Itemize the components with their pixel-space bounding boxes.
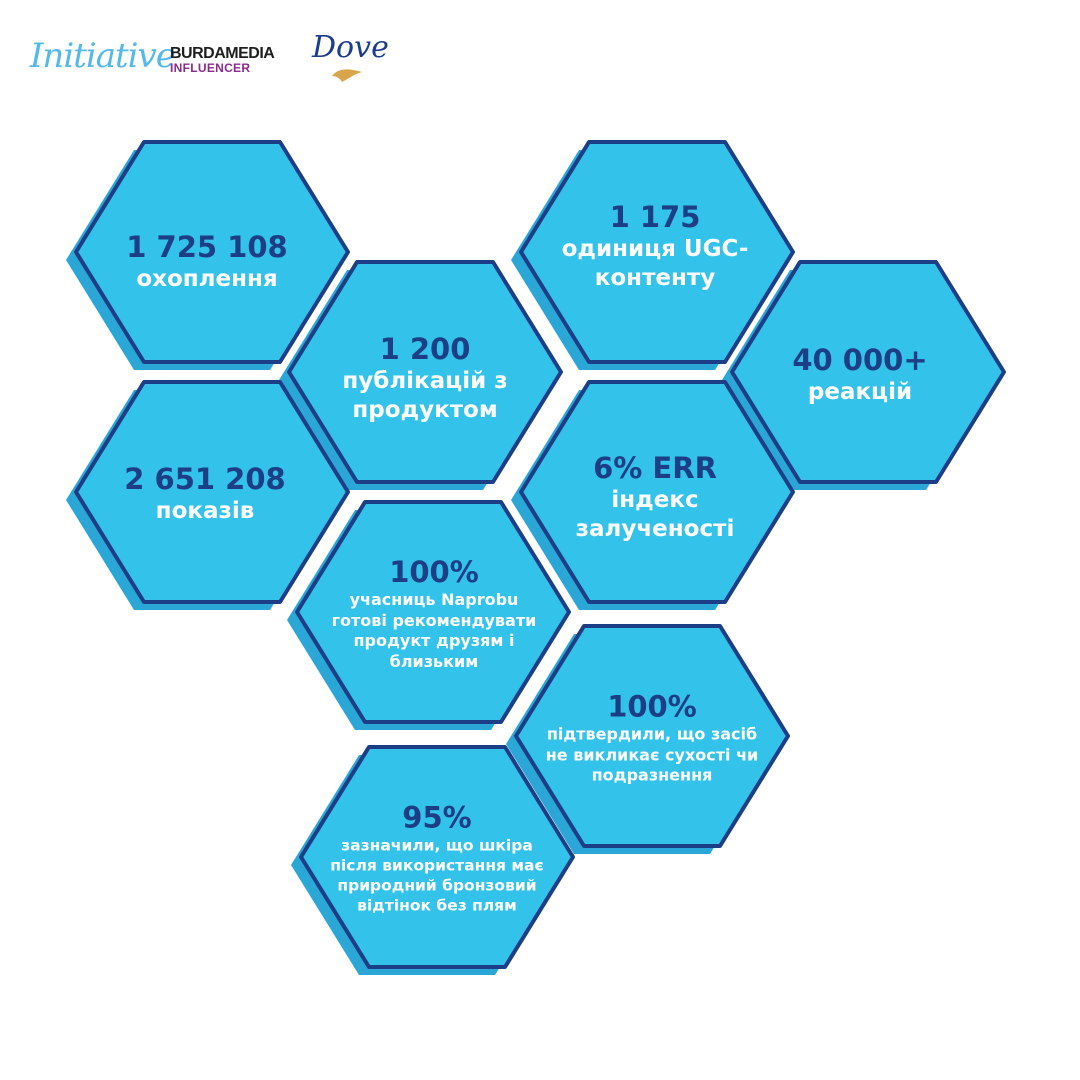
logo-bar: Initiative BURDAMEDIA INFLUENCER Dove bbox=[0, 0, 1080, 110]
stat-recommend: 100% учасниць Naprobu готові рекомендува… bbox=[327, 555, 542, 673]
stat-value: 95% bbox=[402, 800, 472, 835]
hexagon-8 bbox=[514, 624, 790, 848]
stat-value: 1 175 bbox=[609, 199, 701, 234]
dove-logo: Dove bbox=[312, 30, 389, 65]
stat-label: підтвердили, що засіб не викликає сухост… bbox=[545, 724, 759, 785]
stat-label: охоплення bbox=[136, 266, 278, 293]
stat-label: індекс залученості bbox=[575, 486, 735, 542]
stat-value: 100% bbox=[607, 689, 697, 724]
hexagon-5 bbox=[74, 380, 350, 604]
stat-label: зазначили, що шкіра після використання м… bbox=[330, 836, 544, 915]
stat-value: 6% ERR bbox=[593, 450, 717, 485]
stat-publications: 1 200 публікацій з продуктом bbox=[330, 332, 520, 424]
stat-no-irritation: 100% підтвердили, що засіб не викликає с… bbox=[540, 689, 765, 786]
stat-label: учасниць Naprobu готові рекомендувати пр… bbox=[331, 589, 537, 672]
stat-value: 2 651 208 bbox=[124, 462, 286, 497]
hexagon-3 bbox=[519, 140, 795, 364]
dove-bird-icon bbox=[332, 69, 362, 82]
stat-value: 40 000+ bbox=[792, 343, 928, 378]
burda-logo-line1: BURDAMEDIA bbox=[170, 45, 275, 62]
stat-label: реакцій bbox=[807, 379, 913, 406]
stat-ugc: 1 175 одиниця UGC-контенту bbox=[555, 200, 755, 292]
stat-value: 1 725 108 bbox=[126, 230, 288, 265]
stat-label: показів bbox=[155, 498, 255, 525]
stat-reach: 1 725 108 охоплення bbox=[126, 230, 287, 294]
burda-logo-line2: INFLUENCER bbox=[170, 61, 251, 75]
hexagon-7 bbox=[295, 500, 571, 724]
stat-bronze-tone: 95% зазначили, що шкіра після використан… bbox=[330, 800, 545, 915]
stat-value: 100% bbox=[389, 555, 479, 590]
burda-media-influencer-logo: BURDAMEDIA INFLUENCER bbox=[170, 45, 275, 75]
hexagon-6 bbox=[519, 380, 795, 604]
hexagon-2 bbox=[287, 260, 563, 484]
stat-engagement: 6% ERR індекс залученості bbox=[560, 451, 750, 543]
stat-label: публікацій з продуктом bbox=[342, 367, 508, 423]
initiative-logo: Initiative bbox=[30, 36, 176, 76]
hexagon-9 bbox=[299, 745, 575, 969]
stat-reactions: 40 000+ реакцій bbox=[792, 343, 927, 407]
stat-label: одиниця UGC-контенту bbox=[561, 235, 749, 291]
stat-impressions: 2 651 208 показів bbox=[124, 462, 285, 526]
hexagon-4 bbox=[730, 260, 1006, 484]
stat-value: 1 200 bbox=[379, 331, 471, 366]
hexagon-1 bbox=[74, 140, 350, 364]
